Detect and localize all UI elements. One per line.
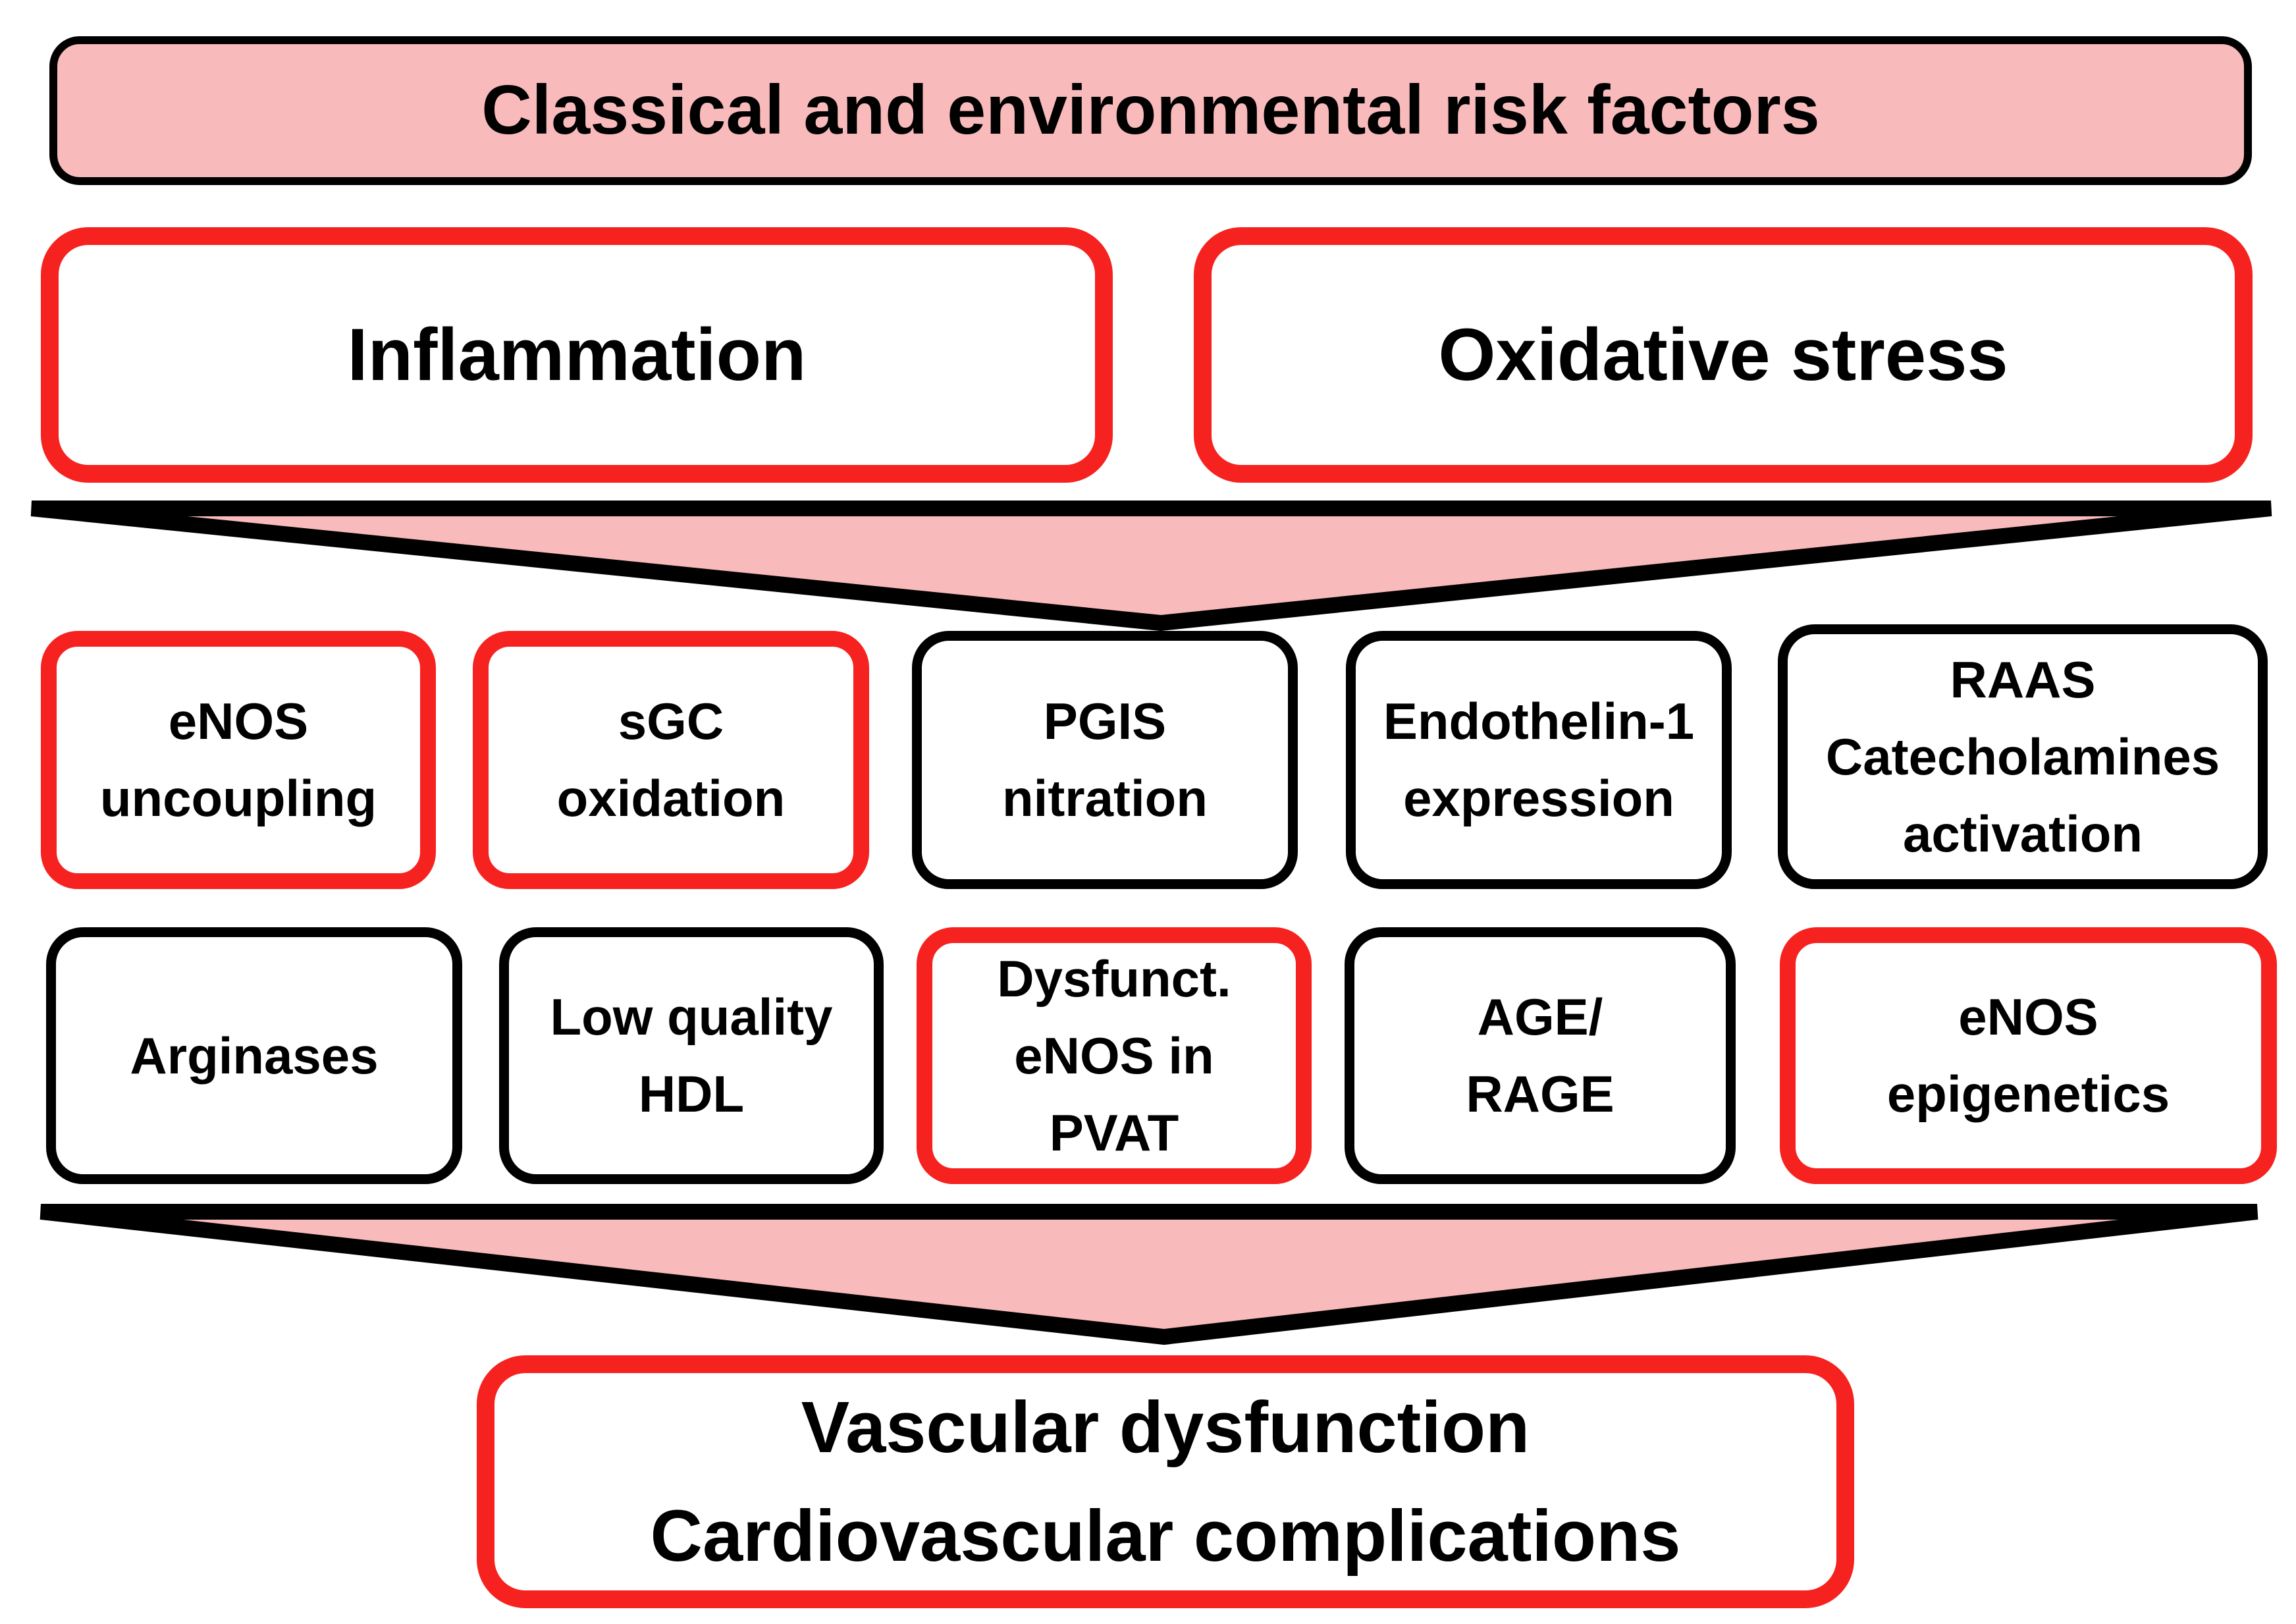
mechanism-box-enos-uncoupling: eNOS uncoupling [41,631,436,889]
mechanism-label: eNOS uncoupling [99,692,377,827]
outcome-label: Vascular dysfunction Cardiovascular comp… [650,1387,1681,1577]
inflammation-label: Inflammation [347,313,807,396]
mechanism-box-enos-epigenetics: eNOS epigenetics [1780,927,2277,1184]
mechanism-label: Dysfunct. eNOS in PVAT [997,949,1231,1162]
funnel-arrow-top-icon [30,501,2272,632]
risk-factors-label: Classical and environmental risk factors [481,71,1820,149]
mechanism-label: PGIS nitration [1002,692,1208,827]
inflammation-box: Inflammation [41,227,1113,483]
mechanism-label: Low quality HDL [550,988,833,1123]
mechanism-box-raas-catecholamines: RAAS Catecholamines activation [1778,624,2268,889]
mechanism-box-low-quality-hdl: Low quality HDL [499,927,884,1184]
mechanism-label: Arginases [130,1026,379,1085]
mechanism-box-arginases: Arginases [46,927,462,1184]
mechanism-label: sGC oxidation [556,692,786,827]
mechanism-box-age-rage: AGE/ RAGE [1345,927,1736,1184]
mechanism-box-pgis-nitration: PGIS nitration [912,631,1298,889]
mechanism-label: Endothelin-1 expression [1383,692,1695,827]
risk-factors-box: Classical and environmental risk factors [49,36,2252,185]
mechanism-box-sgc-oxidation: sGC oxidation [473,631,869,889]
mechanism-label: RAAS Catecholamines activation [1825,650,2220,863]
mechanism-label: eNOS epigenetics [1886,988,2170,1123]
outcome-box: Vascular dysfunction Cardiovascular comp… [477,1355,1854,1608]
funnel-arrow-bottom-icon [40,1204,2258,1345]
oxidative-stress-label: Oxidative stress [1438,313,2008,396]
mechanism-label: AGE/ RAGE [1466,988,1615,1123]
oxidative-stress-box: Oxidative stress [1194,227,2253,483]
mechanism-box-endothelin-expression: Endothelin-1 expression [1346,631,1732,889]
mechanism-box-dysfunct-enos-pvat: Dysfunct. eNOS in PVAT [917,927,1312,1184]
